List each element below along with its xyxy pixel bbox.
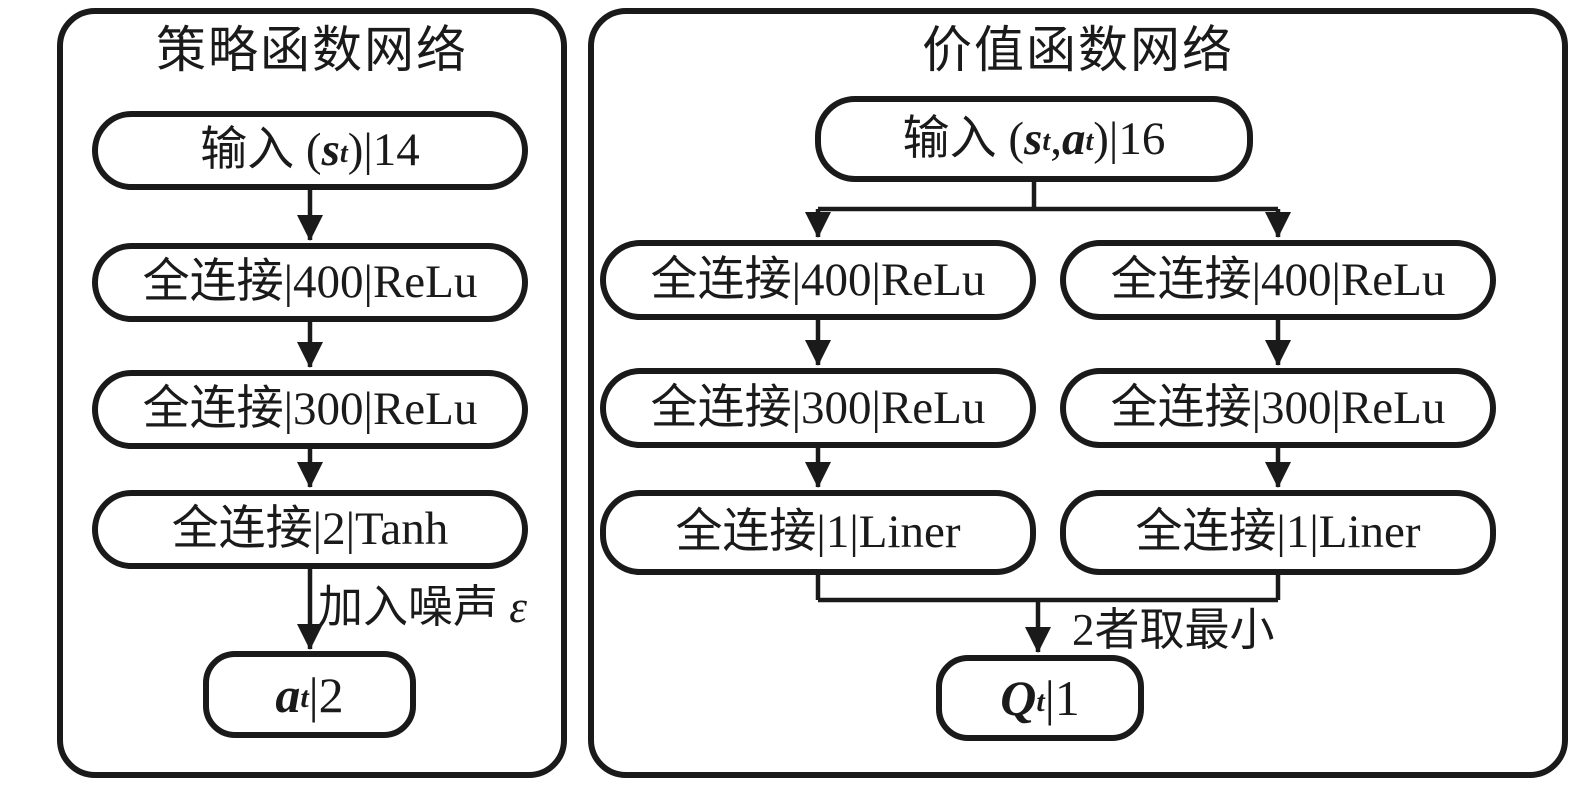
noise-edge-label: 加入噪声 ε: [318, 585, 527, 630]
policy-panel-title: 策略函数网络: [156, 22, 468, 78]
value-input-prefix: 输入 (: [902, 112, 1025, 165]
value-input-var-s: s: [1024, 112, 1043, 165]
value-input-suffix: )|16: [1093, 112, 1166, 165]
value-input-var-a: a: [1061, 112, 1086, 165]
policy-fc3-node: 全连接|2|Tanh: [92, 490, 528, 569]
q1-fc2-node: 全连接|300|ReLu: [600, 368, 1036, 448]
value-output-var-q: Q: [1000, 670, 1037, 726]
policy-input-var-s: s: [321, 124, 340, 176]
q2-fc3-node: 全连接|1|Liner: [1060, 490, 1496, 575]
policy-fc2-node: 全连接|300|ReLu: [92, 370, 528, 449]
q2-fc2-node: 全连接|300|ReLu: [1060, 368, 1496, 448]
q1-fc3-node: 全连接|1|Liner: [600, 490, 1036, 575]
policy-output-suffix: |2: [308, 666, 344, 723]
value-panel-title: 价值函数网络: [922, 22, 1234, 78]
policy-input-prefix: 输入 (: [200, 124, 322, 176]
noise-label-text: 加入噪声: [318, 582, 510, 632]
q1-fc1-node: 全连接|400|ReLu: [600, 240, 1036, 320]
value-input-comma: ,: [1050, 112, 1062, 165]
noise-epsilon-symbol: ε: [509, 582, 527, 632]
policy-input-suffix: )|14: [347, 124, 420, 176]
q2-fc1-node: 全连接|400|ReLu: [1060, 240, 1496, 320]
policy-fc1-node: 全连接|400|ReLu: [92, 243, 528, 322]
value-output-suffix: |1: [1044, 670, 1080, 726]
policy-output-var-a: a: [275, 666, 301, 723]
min-edge-label: 2者取最小: [1072, 605, 1275, 655]
